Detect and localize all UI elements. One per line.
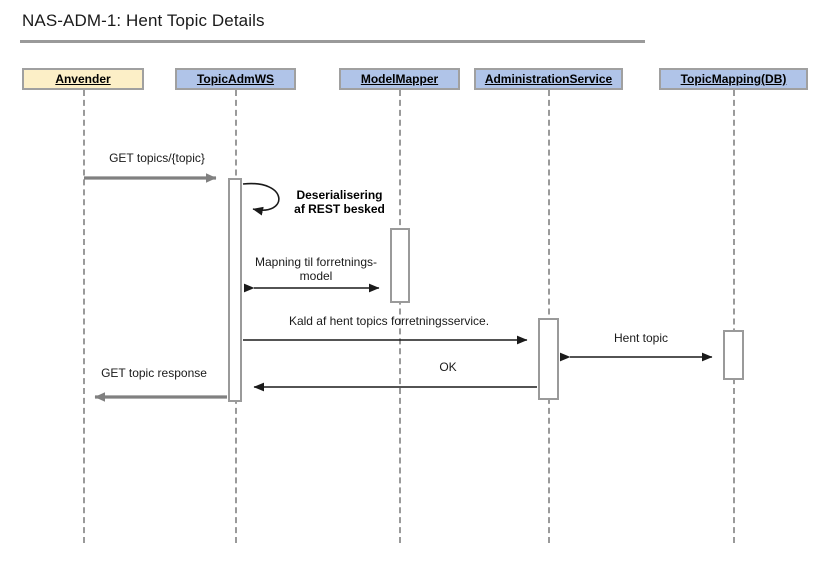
msg-hent-topic-label: Hent topic xyxy=(613,331,669,345)
participant-header-anvender[interactable]: Anvender xyxy=(22,68,144,90)
msg-kald-forretningsservice-label: Kald af hent topics forretningsservice. xyxy=(288,314,490,328)
participant-label: TopicAdmWS xyxy=(196,72,275,86)
msg-ok-label: OK xyxy=(439,360,457,374)
msg-get-topic-response-label: GET topic response xyxy=(101,366,207,380)
msg-deserialisering-arrow xyxy=(242,182,280,216)
msg-mapning-label: Mapning til forretnings- model xyxy=(254,255,378,283)
lifeline-topicmappingdb xyxy=(733,90,735,543)
participant-label: AdministrationService xyxy=(484,72,613,86)
msg-get-topics-label: GET topics/{topic} xyxy=(109,151,205,165)
title-divider xyxy=(20,40,645,43)
participant-label: TopicMapping(DB) xyxy=(680,72,787,86)
participant-header-administrationservice[interactable]: AdministrationService xyxy=(474,68,623,90)
lifeline-administrationservice xyxy=(548,90,550,543)
participant-header-topicmappingdb[interactable]: TopicMapping(DB) xyxy=(659,68,808,90)
act-topicmappingdb xyxy=(723,330,744,380)
page-title: NAS-ADM-1: Hent Topic Details xyxy=(22,11,265,30)
participant-label: Anvender xyxy=(55,72,111,86)
lifeline-modelmapper xyxy=(399,90,401,543)
participant-label: ModelMapper xyxy=(360,72,439,86)
participant-header-topicadmws[interactable]: TopicAdmWS xyxy=(175,68,296,90)
participant-header-modelmapper[interactable]: ModelMapper xyxy=(339,68,460,90)
act-administrationservice xyxy=(538,318,559,400)
lifeline-anvender xyxy=(83,90,85,543)
msg-deserialisering-label: Deserialisering af REST besked xyxy=(294,188,385,216)
act-topicadmws xyxy=(228,178,242,402)
act-modelmapper xyxy=(390,228,410,303)
